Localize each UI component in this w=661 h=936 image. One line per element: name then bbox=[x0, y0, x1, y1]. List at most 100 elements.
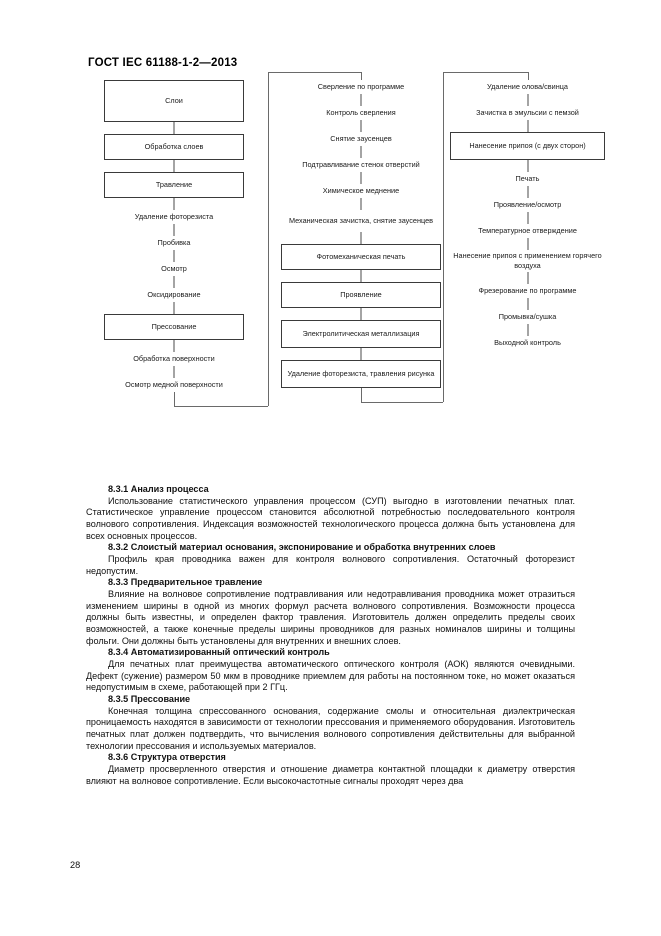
flow-connector bbox=[104, 276, 244, 288]
flow-connector bbox=[281, 232, 441, 244]
section-heading: 8.3.5 Прессование bbox=[108, 694, 191, 705]
section-paragraph: Использование статистического управления… bbox=[86, 495, 575, 541]
flow-node: Зачистка в эмульсии с пемзой bbox=[450, 106, 605, 120]
section-paragraph: Для печатных плат преимущества автоматич… bbox=[86, 659, 575, 693]
section-heading: 8.3.4 Автоматизированный оптический конт… bbox=[108, 647, 330, 658]
flow-connector bbox=[104, 340, 244, 352]
flow-node: Проявление bbox=[281, 282, 441, 308]
flow-connector bbox=[104, 122, 244, 134]
flow-node: Подтравливание стенок отверстий bbox=[281, 158, 441, 172]
flow-node-label: Обработка поверхности bbox=[133, 354, 215, 364]
flow-node-label: Пробивка bbox=[157, 238, 191, 248]
flow-node-label: Механическая зачистка, снятие заусенцев bbox=[288, 216, 434, 226]
flow-node: Снятие заусенцев bbox=[281, 132, 441, 146]
flow-connector bbox=[450, 94, 605, 106]
flow-node: Температурное отверждение bbox=[450, 224, 605, 238]
flow-node-label: Осмотр bbox=[161, 264, 187, 274]
flow-node: Проявление/осмотр bbox=[450, 198, 605, 212]
flow-node: Обработка поверхности bbox=[104, 352, 244, 366]
document-header: ГОСТ IEC 61188-1-2—2013 bbox=[88, 57, 238, 69]
flow-node-label: Удаление фоторезиста, травления рисунка bbox=[287, 369, 435, 379]
flow-node: Пробивка bbox=[104, 236, 244, 250]
flow-connector bbox=[450, 324, 605, 336]
flow-node-label: Фотомеханическая печать bbox=[316, 252, 406, 262]
flow-node-label: Слои bbox=[165, 96, 183, 106]
flow-node: Сверление по программе bbox=[281, 80, 441, 94]
flow-node: Удаление олова/свинца bbox=[450, 80, 605, 94]
flow-node-label: Оксидирование bbox=[147, 290, 201, 300]
flow-connector bbox=[281, 94, 441, 106]
flow-connector bbox=[104, 366, 244, 378]
flow-node-label: Химическое меднение bbox=[322, 186, 400, 196]
bracket-2-3-rise bbox=[527, 72, 529, 80]
flow-node: Осмотр bbox=[104, 262, 244, 276]
flow-connector bbox=[104, 302, 244, 314]
flow-node-label: Электролитическая металлизация bbox=[302, 329, 420, 339]
flow-connector bbox=[281, 308, 441, 320]
bracket-2-3-horizontal-bottom bbox=[361, 402, 443, 403]
flow-node-label: Температурное отверждение bbox=[478, 226, 577, 236]
flow-node: Удаление фоторезиста, травления рисунка bbox=[281, 360, 441, 388]
bracket-1-2-drop bbox=[174, 392, 175, 406]
flow-node: Удаление фоторезиста bbox=[104, 210, 244, 224]
page-number: 28 bbox=[70, 860, 81, 870]
flow-connector bbox=[104, 160, 244, 172]
flow-node-label: Подтравливание стенок отверстий bbox=[302, 160, 420, 170]
flow-connector bbox=[450, 120, 605, 132]
bracket-1-2-vertical bbox=[268, 72, 269, 406]
flow-node-label: Удаление фоторезиста bbox=[134, 212, 214, 222]
flow-node: Электролитическая металлизация bbox=[281, 320, 441, 348]
flow-connector bbox=[450, 298, 605, 310]
section-paragraph: Конечная толщина спрессованного основани… bbox=[86, 705, 575, 751]
flow-node: Фрезерование по программе bbox=[450, 284, 605, 298]
flow-node: Механическая зачистка, снятие заусенцев bbox=[281, 210, 441, 232]
flow-node: Оксидирование bbox=[104, 288, 244, 302]
flow-node-label: Зачистка в эмульсии с пемзой bbox=[476, 108, 579, 118]
flow-node-label: Проявление/осмотр bbox=[493, 200, 562, 210]
flow-node: Обработка слоев bbox=[104, 134, 244, 160]
flow-connector bbox=[281, 198, 441, 210]
flow-node-label: Прессование bbox=[151, 322, 197, 332]
flow-connector bbox=[450, 160, 605, 172]
flow-node: Выходной контроль bbox=[450, 336, 605, 350]
flow-connector bbox=[450, 272, 605, 284]
flow-node-label: Проявление bbox=[340, 290, 382, 300]
section-heading: 8.3.1 Анализ процесса bbox=[108, 484, 209, 494]
flow-node-label: Травление bbox=[155, 180, 193, 190]
flow-node: Прессование bbox=[104, 314, 244, 340]
section-heading: 8.3.6 Структура отверстия bbox=[108, 752, 226, 763]
section-paragraph: Диаметр просверленного отверстия и отнош… bbox=[86, 764, 575, 786]
bracket-1-2-horizontal-bottom bbox=[174, 406, 268, 407]
flow-node: Контроль сверления bbox=[281, 106, 441, 120]
flow-connector bbox=[104, 250, 244, 262]
bracket-1-2-horizontal-top bbox=[268, 72, 361, 73]
flow-connector bbox=[281, 120, 441, 132]
flow-connector bbox=[281, 172, 441, 184]
section-heading: 8.3.2 Слоистый материал основания, экспо… bbox=[108, 542, 496, 553]
flow-node: Промывка/сушка bbox=[450, 310, 605, 324]
flow-node: Печать bbox=[450, 172, 605, 186]
flow-node-label: Удаление олова/свинца bbox=[487, 82, 568, 92]
flow-node: Осмотр медной поверхности bbox=[104, 378, 244, 392]
flow-node-label: Нанесение припоя (с двух сторон) bbox=[469, 141, 586, 151]
flow-connector bbox=[450, 212, 605, 224]
flow-node: Нанесение припоя с применением горячего … bbox=[450, 250, 605, 272]
flow-connector bbox=[281, 348, 441, 360]
flow-connector bbox=[450, 186, 605, 198]
section-paragraph: Влияние на волновое сопротивление подтра… bbox=[86, 589, 575, 646]
flow-node-label: Сверление по программе bbox=[317, 82, 405, 92]
flow-node-label: Снятие заусенцев bbox=[330, 134, 392, 144]
flow-connector bbox=[104, 198, 244, 210]
bracket-2-3-horizontal-top bbox=[443, 72, 528, 73]
bracket-1-2-rise bbox=[361, 72, 362, 80]
flow-node-label: Промывка/сушка bbox=[498, 312, 557, 322]
flow-connector bbox=[104, 224, 244, 236]
flow-node-label: Нанесение припоя с применением горячего … bbox=[453, 251, 602, 270]
flow-connector bbox=[281, 270, 441, 282]
bracket-2-3-drop bbox=[361, 388, 362, 402]
